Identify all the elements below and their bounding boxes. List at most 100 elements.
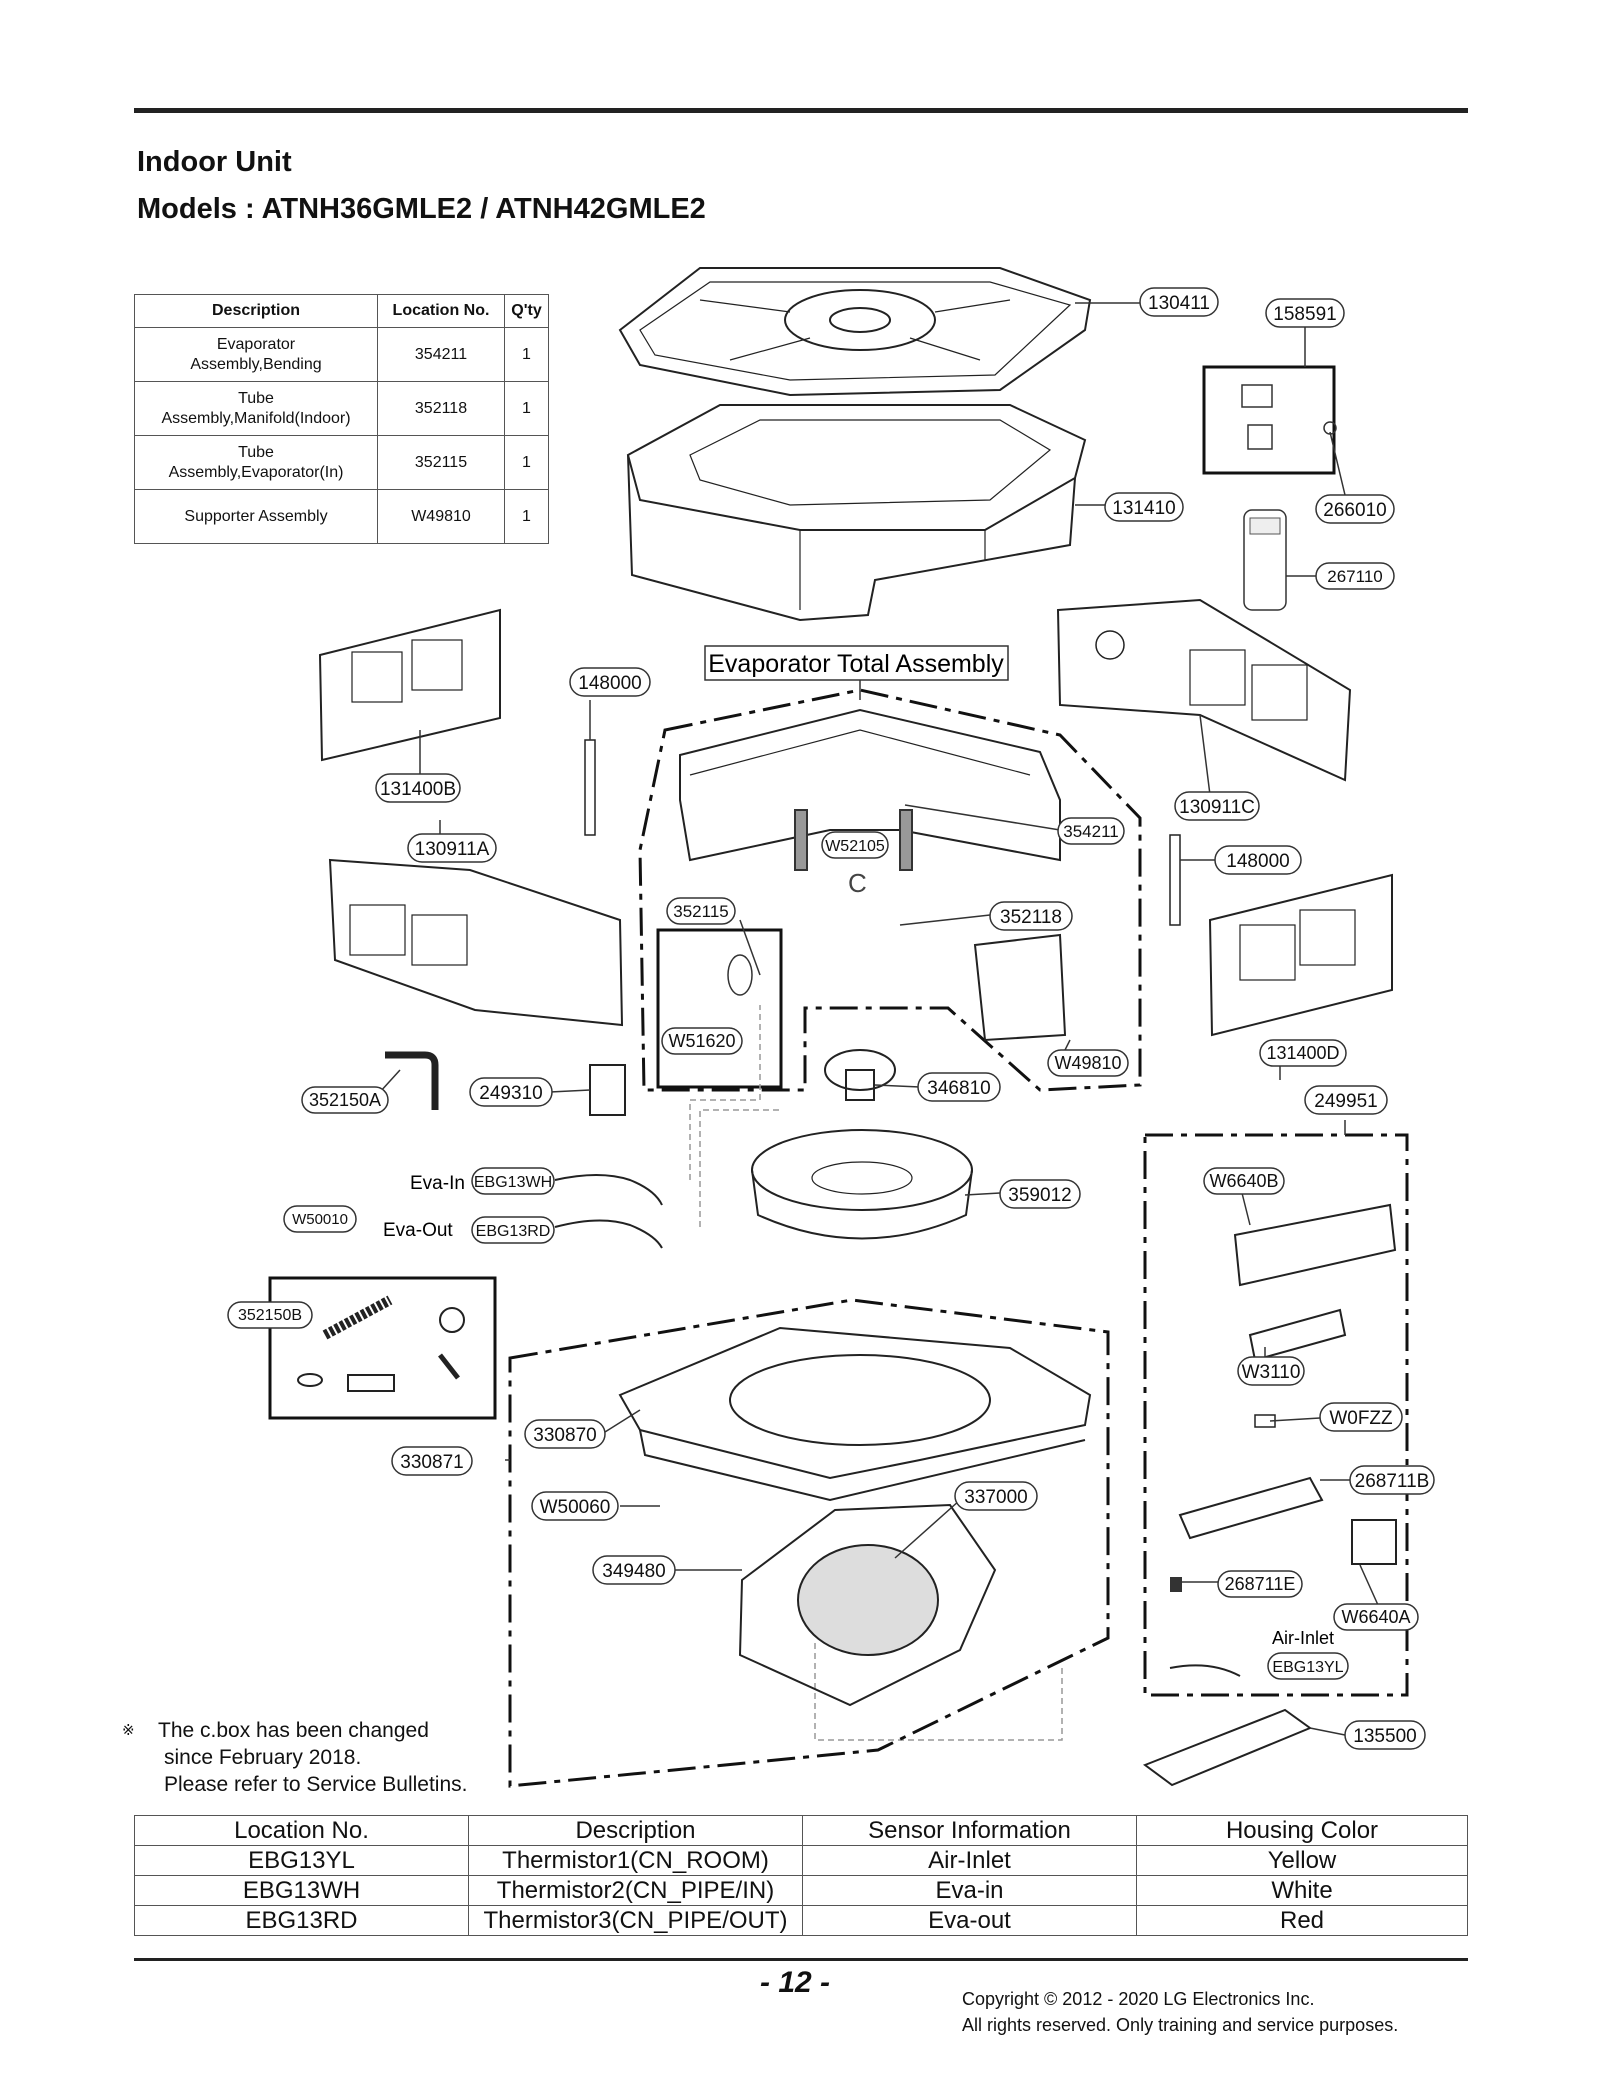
parts-table-header: Description Location No. Q'ty [134,294,549,328]
svg-text:158591: 158591 [1273,304,1336,325]
bracket-249310-part [589,1064,626,1116]
qty-cell: 1 [504,435,549,490]
location-cell: 354211 [377,327,505,382]
callout-352115: 352115 [666,897,736,925]
col-description: Description [468,1815,803,1846]
sensor-info-cell: Eva-in [802,1875,1137,1906]
callout-W50060: W50060 [531,1491,619,1521]
copyright-line: Copyright © 2012 - 2020 LG Electronics I… [962,1989,1315,2009]
svg-text:W6640B: W6640B [1209,1171,1278,1191]
callout-W52105: W52105 [821,831,889,859]
sensor-table-header: Location No. Description Sensor Informat… [134,1815,1468,1846]
callout-249310: 249310 [469,1077,553,1107]
callout-W6640B: W6640B [1203,1167,1285,1195]
qty-cell: 1 [504,381,549,436]
callout-148000-right: 148000 [1214,845,1302,875]
callout-130911A: 130911A [407,833,497,863]
svg-text:W49810: W49810 [1054,1053,1121,1073]
svg-text:W51620: W51620 [668,1031,735,1051]
location-cell: 352115 [377,435,505,490]
svg-text:EBG13YL: EBG13YL [1272,1659,1343,1676]
col-location: Location No. [377,294,505,328]
callout-268711B: 268711B [1349,1465,1435,1495]
location-cell: EBG13RD [134,1905,469,1936]
description-cell: Thermistor2(CN_PIPE/IN) [468,1875,803,1906]
callout-249951: 249951 [1304,1085,1388,1115]
table-row: EBG13WH Thermistor2(CN_PIPE/IN) Eva-in W… [134,1875,1468,1906]
bracket-148000-right [1169,834,1181,926]
callout-W50010: W50010 [283,1205,357,1233]
svg-text:148000: 148000 [578,673,641,694]
svg-text:330871: 330871 [400,1452,463,1473]
col-sensor-info: Sensor Information [802,1815,1137,1846]
sensor-info-cell: Air-Inlet [802,1845,1137,1876]
svg-text:131400B: 131400B [380,779,456,800]
svg-text:130411: 130411 [1148,293,1210,314]
callout-135500: 135500 [1344,1720,1426,1750]
turbo-fan-part [751,1129,973,1240]
callouts: 130411 158591 131410 266010 267110 14800… [227,287,1435,1750]
side-panel-130911C [1056,598,1352,782]
svg-text:352118: 352118 [1000,907,1062,928]
evaporator-assembly-boundary [638,688,1142,1092]
svg-text:352150A: 352150A [309,1090,381,1110]
air-filter-part [738,1503,997,1707]
note-line: since February 2018. [164,1746,362,1769]
side-panel-130911A [328,858,624,1027]
svg-text:267110: 267110 [1327,567,1382,586]
panel-135500-part [1142,1708,1313,1787]
sensor-info-cell: Eva-out [802,1905,1137,1936]
callout-268711E: 268711E [1217,1570,1303,1598]
housing-color-cell: Yellow [1136,1845,1468,1876]
bottom-rule [134,1958,1468,1961]
svg-text:359012: 359012 [1008,1185,1071,1206]
remote-control-part [1243,509,1287,611]
callout-266010: 266010 [1315,494,1395,524]
svg-text:W6640A: W6640A [1341,1607,1410,1627]
housing-color-cell: Red [1136,1905,1468,1936]
note-line: The c.box has been changed [158,1719,429,1742]
front-panel-boundary [508,1298,1110,1788]
svg-text:131400D: 131400D [1266,1043,1339,1063]
description-cell: Thermistor1(CN_ROOM) [468,1845,803,1876]
location-cell: EBG13YL [134,1845,469,1876]
dashed-leaders [689,1005,1063,1741]
evaporator-coil-part [679,708,1061,871]
svg-text:130911A: 130911A [415,839,490,860]
front-grille-frame-part [618,1326,1092,1502]
eva-in-label: Eva-In [410,1173,465,1194]
svg-text:352150B: 352150B [238,1307,302,1324]
callout-EBG13YL: EBG13YL [1267,1652,1349,1680]
callout-W3110: W3110 [1237,1356,1305,1386]
callout-EBG13WH: EBG13WH [471,1167,555,1195]
description-cell: Supporter Assembly [134,489,378,544]
parts-table: Description Location No. Q'ty Evaporator… [134,294,549,544]
location-cell: 352118 [377,381,505,436]
svg-text:131410: 131410 [1112,498,1175,519]
svg-text:Evaporator Total Assembly: Evaporator Total Assembly [708,650,1004,678]
note-mark: ※ [122,1722,135,1739]
bracket-148000-left [584,739,596,836]
callout-130911C: 130911C [1174,791,1260,821]
callout-330870: 330870 [524,1419,606,1449]
models-subtitle: Models : ATNH36GMLE2 / ATNH42GMLE2 [137,193,706,225]
cabinet-housing-part [626,404,1087,622]
note-line: Please refer to Service Bulletins. [164,1773,468,1796]
svg-text:349480: 349480 [602,1561,665,1582]
callout-W6640A: W6640A [1333,1603,1419,1631]
side-panel-131400D [1208,873,1393,1037]
col-location-no: Location No. [134,1815,469,1846]
page-title: Indoor Unit [137,146,292,178]
callout-131410: 131410 [1104,492,1184,522]
svg-text:135500: 135500 [1353,1726,1416,1747]
evaporator-assembly-label-box: Evaporator Total Assembly [704,645,1009,700]
thermistor-wires [554,1174,1241,1677]
callout-267110: 267110 [1315,562,1395,590]
fan-motor-part [824,1049,896,1101]
callout-131400B: 131400B [375,773,461,803]
callout-W49810: W49810 [1047,1049,1129,1077]
